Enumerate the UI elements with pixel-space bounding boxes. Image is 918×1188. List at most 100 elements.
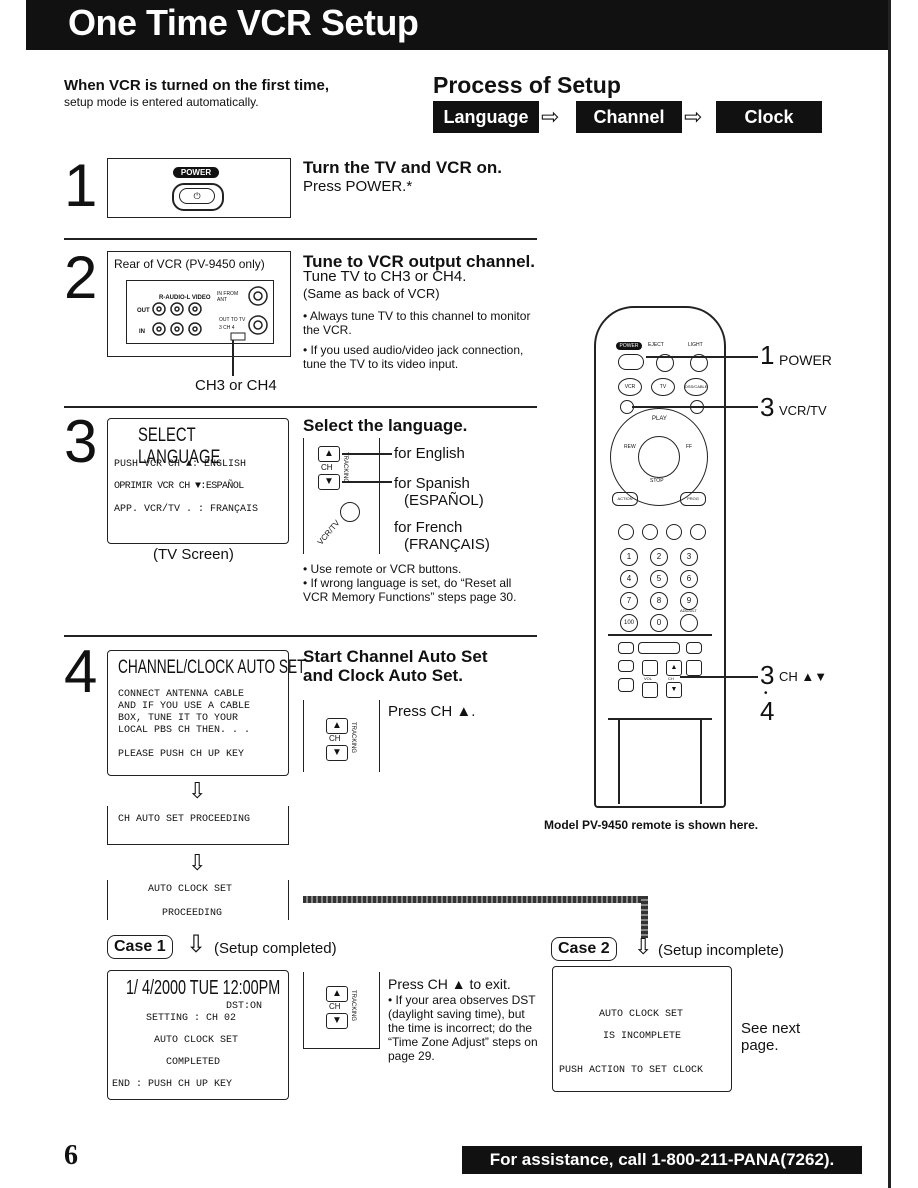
remote-button[interactable] <box>686 642 702 654</box>
remote-vol-down-button[interactable] <box>642 682 658 698</box>
remote-enter-button[interactable] <box>638 436 680 478</box>
light-label: LIGHT <box>688 342 703 348</box>
power-button[interactable]: ⏻ <box>172 183 224 211</box>
remote-tv-button[interactable]: TV <box>651 378 675 396</box>
remote-key[interactable]: 6 <box>680 570 698 588</box>
remote-button[interactable] <box>638 642 680 654</box>
callout-label: CH ▲▼ <box>779 669 828 684</box>
tracking-label: TRACKING <box>342 452 348 484</box>
screen-line: AUTO CLOCK SET <box>599 1009 684 1020</box>
remote-stop-label: STOP <box>650 478 664 484</box>
remote-divider <box>608 634 712 636</box>
step-number: 2 <box>64 244 98 311</box>
power-label: POWER <box>173 167 219 178</box>
screen-line: PUSH VCR CH ▲: ENGLISH <box>114 459 247 470</box>
callout-number: 3 <box>760 660 775 690</box>
ch-down-button[interactable]: ▼ <box>318 474 340 490</box>
remote-button[interactable] <box>618 660 634 672</box>
arrow-right-icon: ⇨ <box>684 104 703 129</box>
arrow-right-icon: ⇨ <box>541 104 560 129</box>
remote-ch-label: CH <box>668 676 674 681</box>
screen-setting: SETTING : CH 02 <box>146 1013 237 1024</box>
step-number: 4 <box>64 638 98 705</box>
screen-end: END : PUSH CH UP KEY <box>112 1079 233 1090</box>
remote-button[interactable] <box>686 660 702 676</box>
remote-power-button[interactable] <box>618 354 644 370</box>
remote-eject-button[interactable] <box>656 354 674 372</box>
step3-bullet2: If wrong language is set, do “Reset all … <box>303 576 517 604</box>
power-icon: ⏻ <box>179 188 215 204</box>
callout-dot: • <box>764 688 768 699</box>
remote-jog-ring[interactable] <box>610 408 708 506</box>
ch-down-button[interactable]: ▼ <box>326 745 348 761</box>
remote-vol-button[interactable] <box>642 660 658 676</box>
remote-key[interactable]: 7 <box>620 592 638 610</box>
remote-key[interactable]: 9 <box>680 592 698 610</box>
remote-key[interactable]: 8 <box>650 592 668 610</box>
ch-up-button[interactable]: ▲ <box>318 446 340 462</box>
process-step-clock: Clock <box>716 101 822 133</box>
jack-label: OUT <box>137 308 150 314</box>
remote-key[interactable]: 3 <box>680 548 698 566</box>
rear-label: Rear of VCR (PV-9450 only) <box>114 257 265 271</box>
remote-button[interactable] <box>618 524 634 540</box>
remote-buttons-figure: ▲ CH ▼ TRACKING VCR/TV <box>303 438 380 554</box>
remote-key[interactable]: 0 <box>650 614 668 632</box>
tv-screen-incomplete: AUTO CLOCK SET IS INCOMPLETE PUSH ACTION… <box>552 966 732 1092</box>
jack-label: IN <box>139 329 145 335</box>
step2-line1: Tune TV to CH3 or CH4. <box>303 268 467 285</box>
remote-edge <box>700 718 702 804</box>
leader-line <box>342 453 392 455</box>
case2-result: (Setup incomplete) <box>658 942 784 959</box>
remote-edge <box>618 718 620 804</box>
tv-screen-caption: (TV Screen) <box>153 546 234 563</box>
remote-button[interactable] <box>618 642 634 654</box>
ch-down-button[interactable]: ▼ <box>326 1013 348 1029</box>
jack-label: R-AUDIO-L VIDEO <box>159 295 211 301</box>
for-french: for French <box>394 519 463 536</box>
remote-key[interactable]: 5 <box>650 570 668 588</box>
callout-number: 1 <box>760 340 775 370</box>
remote-light-button[interactable] <box>690 354 708 372</box>
remote-button[interactable] <box>642 524 658 540</box>
proceeding-screen-2: AUTO CLOCK SET PROCEEDING <box>107 880 289 920</box>
process-step-language: Language <box>433 101 539 133</box>
remote-button[interactable] <box>618 678 634 692</box>
step-number: 1 <box>64 152 98 219</box>
process-step-channel: Channel <box>576 101 682 133</box>
screen-line: PUSH ACTION TO SET CLOCK <box>559 1065 704 1076</box>
jack-panel: R-AUDIO-L VIDEO OUT IN IN FROM ANT OUT T… <box>126 280 274 344</box>
remote-key[interactable]: 4 <box>620 570 638 588</box>
proceeding-text: CH AUTO SET PROCEEDING <box>118 814 251 825</box>
proceeding-screen-1: CH AUTO SET PROCEEDING <box>107 806 289 845</box>
case1-press: Press CH ▲ to exit. <box>388 976 511 992</box>
step3-title: Select the language. <box>303 416 468 435</box>
ch-up-button[interactable]: ▲ <box>326 718 348 734</box>
callout-label: POWER <box>779 352 832 368</box>
remote-prog-button[interactable]: PROG <box>680 492 706 506</box>
francais: (FRANÇAIS) <box>404 536 490 553</box>
remote-vcr-button[interactable]: VCR <box>618 378 642 396</box>
step1-title: Turn the TV and VCR on. <box>303 158 502 177</box>
remote-key[interactable]: 2 <box>650 548 668 566</box>
jack-label: IN FROM ANT <box>217 291 239 303</box>
remote-add-dlt-button[interactable] <box>680 614 698 632</box>
step1-text: Press POWER.* <box>303 178 413 195</box>
step2-title: Tune to VCR output channel. <box>303 252 535 271</box>
screen-title: CHANNEL/CLOCK AUTO SET <box>118 657 306 678</box>
tracking-label: TRACKING <box>350 722 356 754</box>
screen-line: CONNECT ANTENNA CABLE <box>118 689 245 700</box>
remote-key[interactable]: 100 <box>620 614 638 632</box>
remote-ch-down-button[interactable]: ▼ <box>666 682 682 698</box>
remote-button[interactable] <box>690 524 706 540</box>
remote-dss-button[interactable]: DSS/CABLE <box>684 378 708 396</box>
remote-ch-up-button[interactable]: ▲ <box>666 660 682 676</box>
remote-action-button[interactable]: ACTION <box>612 492 638 506</box>
remote-key[interactable]: 1 <box>620 548 638 566</box>
ch-up-button[interactable]: ▲ <box>326 986 348 1002</box>
vcrtv-button[interactable] <box>340 502 360 522</box>
arrow-down-icon: ⇩ <box>634 934 653 959</box>
remote-button[interactable] <box>666 524 682 540</box>
arrow-down-icon: ⇩ <box>188 778 207 803</box>
callout-line <box>646 356 758 358</box>
